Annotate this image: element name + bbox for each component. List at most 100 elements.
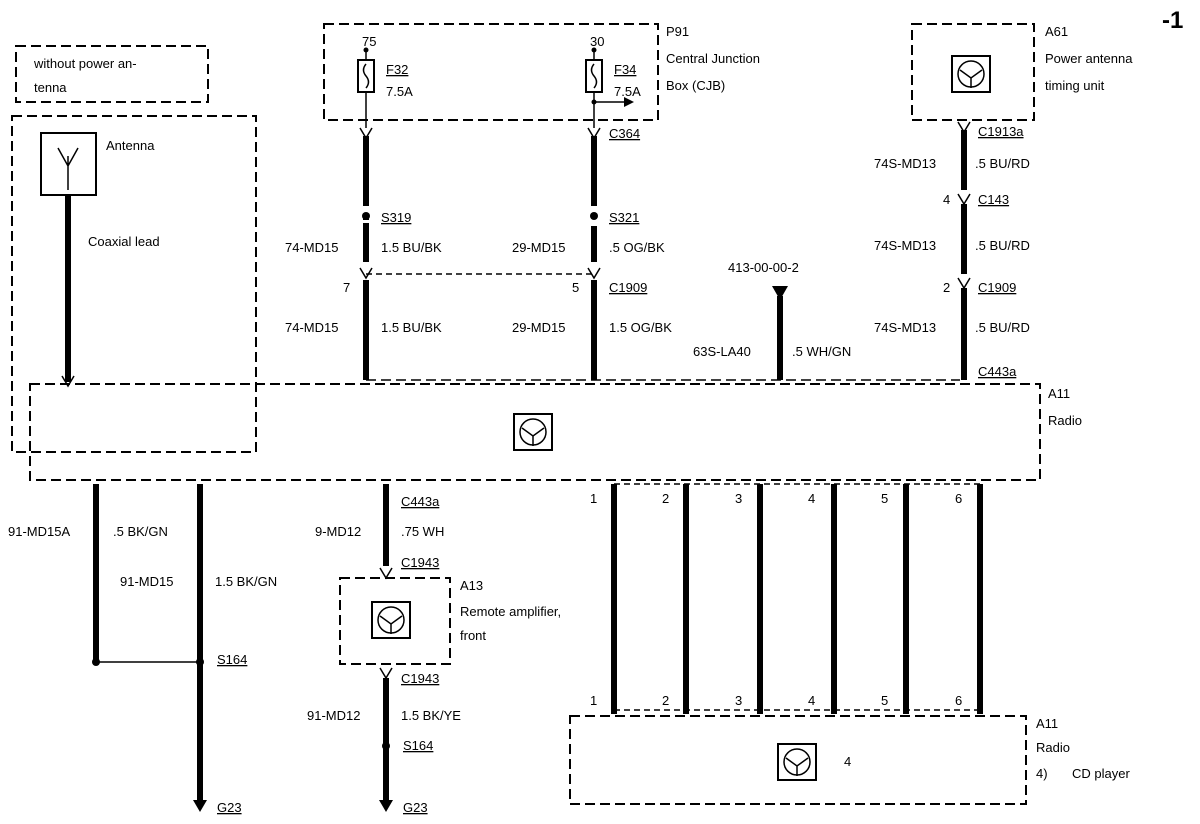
c443a-top-label: C443a <box>978 364 1017 379</box>
a11-bottom-note-text: CD player <box>1072 766 1130 781</box>
g23-left-label: G23 <box>217 800 242 815</box>
wire-63s-la40: 413-00-00-2 63S-LA40 .5 WH/GN <box>693 260 851 380</box>
bus-bottom-pin-3: 3 <box>735 693 742 708</box>
w5-circuit: 74S-MD13 <box>874 156 936 171</box>
bus-top-pin-4: 4 <box>808 491 815 506</box>
a13-name-line-1: Remote amplifier, <box>460 604 561 619</box>
reference-arrow-icon <box>772 286 788 300</box>
g23-mid-label: G23 <box>403 800 428 815</box>
c443a-bottom-label: C443a <box>401 494 440 509</box>
central-junction-box: P91 Central Junction Box (CJB) 75 F32 7.… <box>323 23 760 128</box>
cd-module-icon <box>785 757 809 776</box>
arrow-icon <box>61 375 75 388</box>
remote-amplifier-front: A13 Remote amplifier, front <box>339 577 561 665</box>
w8-circuit: 63S-LA40 <box>693 344 751 359</box>
c1909-right-pin: 2 <box>943 280 950 295</box>
reference-label: 413-00-00-2 <box>728 260 799 275</box>
s321-label: S321 <box>609 210 639 225</box>
bus-top-pin-5: 5 <box>881 491 888 506</box>
w11-circuit: 9-MD12 <box>315 524 361 539</box>
a11-bottom-note-num: 4) <box>1036 766 1048 781</box>
bus-bottom-pin-2: 2 <box>662 693 669 708</box>
amplifier-module-icon <box>379 615 403 634</box>
w12-spec: 1.5 BK/YE <box>401 708 461 723</box>
w3-spec: .5 OG/BK <box>609 240 665 255</box>
a11-bottom-name: Radio <box>1036 740 1070 755</box>
w6-spec: .5 BU/RD <box>975 238 1030 253</box>
wire-91-md15a: 91-MD15A .5 BK/GN <box>8 484 200 666</box>
bus-bottom-pin-6: 6 <box>955 693 962 708</box>
wire-91-md12: C1943 91-MD12 1.5 BK/YE S164 G23 <box>307 667 461 815</box>
a61-name-line-1: Power antenna <box>1045 51 1133 66</box>
wire-9-md12: C443a 9-MD12 .75 WH C1943 <box>315 484 444 580</box>
power-antenna-timing-unit: A61 Power antenna timing unit <box>911 23 1133 121</box>
p91-id: P91 <box>666 24 689 39</box>
cd-inner-note: 4 <box>844 754 851 769</box>
c364-label: C364 <box>609 126 640 141</box>
wire-74s-md13: C1913a 74S-MD13 .5 BU/RD 4 C143 74S-MD13… <box>874 121 1030 380</box>
bus-bottom-pin-4: 4 <box>808 693 815 708</box>
s164-mid-label: S164 <box>403 738 433 753</box>
radio-module-icon <box>521 427 545 446</box>
w10-spec: 1.5 BK/GN <box>215 574 277 589</box>
c1909-pin-5: 5 <box>572 280 579 295</box>
antenna-label: Antenna <box>106 138 155 153</box>
s319-label: S319 <box>381 210 411 225</box>
f32-supply: 75 <box>362 34 376 49</box>
w1-circuit: 74-MD15 <box>285 240 338 255</box>
f32-id: F32 <box>386 62 408 77</box>
a13-id: A13 <box>460 578 483 593</box>
bus-bottom-pin-5: 5 <box>881 693 888 708</box>
bus-bottom-pin-1: 1 <box>590 693 597 708</box>
antenna-symbol <box>40 132 97 196</box>
c1943-top-label: C1943 <box>401 555 439 570</box>
bus-top-pin-3: 3 <box>735 491 742 506</box>
radio-unit-cd-player: 4 A11 Radio 4) CD player <box>569 715 1130 805</box>
w7-spec: .5 BU/RD <box>975 320 1030 335</box>
antenna-option-area: Antenna Coaxial lead <box>11 115 257 453</box>
cd-player-bus: 1 2 3 4 5 6 1 2 3 4 5 6 <box>590 483 983 714</box>
note-line-2: tenna <box>34 80 67 95</box>
a11-top-id: A11 <box>1048 386 1070 401</box>
w2-circuit: 74-MD15 <box>285 320 338 335</box>
c1909-right-label: C1909 <box>978 280 1016 295</box>
s164-left-label: S164 <box>217 652 247 667</box>
ground-icon <box>193 800 207 812</box>
a61-name-line-2: timing unit <box>1045 78 1105 93</box>
f34-rating: 7.5A <box>614 84 641 99</box>
w1-spec: 1.5 BU/BK <box>381 240 442 255</box>
radio-unit-top: A11 Radio <box>29 383 1082 481</box>
w7-circuit: 74S-MD13 <box>874 320 936 335</box>
wire-74-md15: S319 74-MD15 1.5 BU/BK 7 74-MD15 1.5 BU/… <box>285 127 442 380</box>
w4-circuit: 29-MD15 <box>512 320 565 335</box>
antenna-icon <box>57 147 79 190</box>
c143-label: C143 <box>978 192 1009 207</box>
page-marker: -1 <box>1162 7 1183 34</box>
wire-29-md15: C364 S321 29-MD15 .5 OG/BK 5 C1909 29-MD… <box>512 126 672 380</box>
c143-pin: 4 <box>943 192 950 207</box>
w10-circuit: 91-MD15 <box>120 574 173 589</box>
w9-spec: .5 BK/GN <box>113 524 168 539</box>
w3-circuit: 29-MD15 <box>512 240 565 255</box>
note-line-1: without power an- <box>33 56 137 71</box>
c1943-bottom-label: C1943 <box>401 671 439 686</box>
bus-top-pin-2: 2 <box>662 491 669 506</box>
f32-rating: 7.5A <box>386 84 413 99</box>
w9-circuit: 91-MD15A <box>8 524 70 539</box>
w4-spec: 1.5 OG/BK <box>609 320 672 335</box>
w8-spec: .5 WH/GN <box>792 344 851 359</box>
w5-spec: .5 BU/RD <box>975 156 1030 171</box>
bus-top-pin-1: 1 <box>590 491 597 506</box>
c1913a-label: C1913a <box>978 124 1024 139</box>
ground-icon <box>379 800 393 812</box>
without-power-antenna-note: without power an- tenna <box>15 45 209 103</box>
w12-circuit: 91-MD12 <box>307 708 360 723</box>
arrow-right-icon <box>624 97 634 107</box>
c1909-pin-7: 7 <box>343 280 350 295</box>
coaxial-lead-label: Coaxial lead <box>88 234 160 249</box>
module-icon <box>959 69 983 88</box>
wire-91-md15: 91-MD15 1.5 BK/GN S164 G23 <box>120 484 277 815</box>
a11-bottom-id: A11 <box>1036 716 1058 731</box>
c1909-mid-label: C1909 <box>609 280 647 295</box>
